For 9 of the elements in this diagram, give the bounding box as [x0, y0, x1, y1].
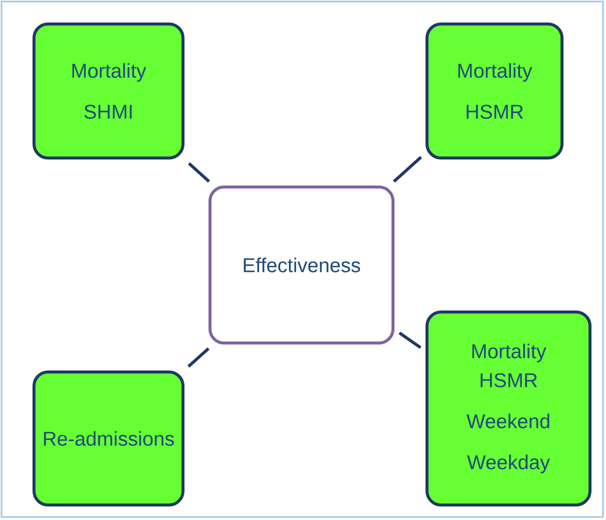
- connector-line: [188, 162, 210, 183]
- central-box: Effectiveness: [208, 186, 394, 344]
- rounded-box: Mortality HSMR: [426, 22, 564, 160]
- connector-line: [398, 332, 422, 349]
- rounded-box: Re-admissions: [32, 370, 184, 506]
- rounded-box: Mortality HSMR Weekend Weekday: [426, 310, 592, 506]
- connector-line: [392, 156, 422, 183]
- rounded-box: Mortality SHMI: [32, 22, 184, 160]
- connector-line: [187, 347, 210, 368]
